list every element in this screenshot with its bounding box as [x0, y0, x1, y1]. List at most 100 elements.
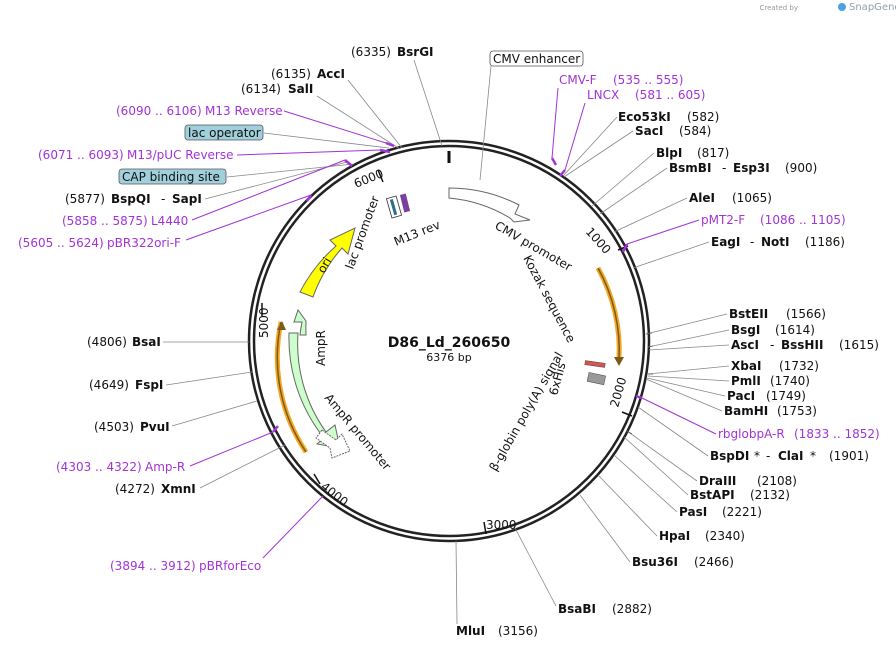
enzyme-alei: AleI (1065)	[613, 191, 772, 233]
pvui-leader	[171, 400, 258, 427]
enzyme-mlui: MluI (3156)	[455, 540, 538, 638]
bamhi-name: BamHI	[724, 404, 768, 418]
saci-leader	[563, 130, 634, 178]
primer-rbglob: rbglobpA-R (1833 .. 1852)	[635, 394, 880, 441]
enzyme-bsu36i: Bsu36I (2466)	[579, 494, 734, 569]
enzyme-acci: (6135) AccI	[271, 67, 403, 149]
ampr-primer-leader	[189, 431, 274, 467]
plasmid-size: 6376 bp	[426, 351, 471, 364]
enzyme-bsmbi: BsmBI - Esp3I (900)	[599, 161, 817, 215]
enzyme-bamhi: BamHI (1753)	[645, 378, 817, 418]
bsai-pos: (4806)	[87, 335, 127, 349]
ampr-primer-name: Amp-R	[145, 460, 185, 474]
acci-name: AccI	[317, 67, 345, 81]
credit-prefix: Created by	[759, 4, 798, 12]
draiii-leader	[626, 430, 698, 482]
bstapi-pos: (2132)	[750, 488, 790, 502]
eagi-pos: (1186)	[805, 235, 845, 249]
ampr-label: AmpR	[314, 330, 328, 366]
bsmbi-sep: -	[722, 161, 726, 175]
enzyme-fspi: (4649) FspI	[89, 371, 253, 392]
kozak-segment	[597, 267, 621, 361]
xbai-name: XbaI	[731, 359, 761, 373]
cmvf-name: CMV-F	[559, 73, 597, 87]
xmni-leader	[199, 444, 286, 489]
m13puc-range: (6071 .. 6093)	[38, 148, 124, 162]
sali-name: SalI	[288, 82, 313, 96]
cut-mark-bsgi	[647, 345, 654, 348]
l4440-mark	[344, 159, 353, 167]
enzyme-saci: SacI (584)	[563, 124, 711, 178]
enzyme-blpi: BlpI (817)	[591, 146, 729, 207]
credit-brand: SnapGene	[849, 2, 896, 13]
cmvf-leader	[551, 87, 559, 159]
bspdi-name2: ClaI	[778, 449, 803, 463]
draiii-name: DraIII	[699, 474, 736, 488]
xbai-leader	[647, 365, 730, 375]
bsu36i-name: Bsu36I	[632, 555, 678, 569]
lac-operator-box: lac operator	[184, 124, 390, 149]
cap-site-leader	[226, 163, 355, 178]
snapgene-credit: Created by SnapGene	[759, 2, 896, 13]
lncx-name: LNCX	[587, 88, 619, 102]
fspi-leader	[165, 371, 253, 386]
asci-name: AscI	[731, 338, 759, 352]
bsmbi-name: BsmBI	[669, 161, 711, 175]
bspdi-sep: -	[766, 449, 770, 463]
bsmbi-pos: (900)	[785, 161, 817, 175]
cut-mark-draiii	[626, 430, 633, 435]
m13rev-name: M13 Reverse	[205, 104, 283, 118]
bspqi-pos: (5877)	[65, 192, 105, 206]
pbr322-leader	[185, 194, 312, 241]
draiii-pos: (2108)	[757, 474, 797, 488]
pmli-pos: (1740)	[770, 374, 810, 388]
tick-label-5000: 5000	[257, 307, 271, 338]
lac-operator-frame	[184, 124, 264, 141]
globin-label: β-globin poly(A) signal	[486, 350, 566, 474]
eagi-leader	[632, 241, 710, 269]
fspi-name: FspI	[135, 378, 163, 392]
asci-name2: BssHII	[781, 338, 823, 352]
pvui-pos: (4503)	[94, 420, 134, 434]
m13-rev-block	[399, 193, 411, 213]
lncx-leader	[564, 102, 586, 171]
alei-name: AleI	[689, 191, 715, 205]
bspdi-star: *	[754, 449, 760, 463]
cmv-enhancer-box: CMV enhancer	[479, 50, 584, 181]
pmt2f-range: (1086 .. 1105)	[760, 213, 846, 227]
m13rev-range: (6090 .. 6106)	[116, 104, 202, 118]
enzyme-bsgi: BsgI (1614)	[647, 323, 815, 348]
bsgi-pos: (1614)	[775, 323, 815, 337]
bspqi-name2: SapI	[172, 192, 202, 206]
acci-pos: (6135)	[271, 67, 311, 81]
cap-site-label: CAP binding site	[122, 170, 220, 184]
sali-pos: (6134)	[241, 82, 281, 96]
pbrforeco-name: pBRforEco	[199, 559, 261, 573]
rbglob-mark	[635, 394, 643, 400]
eagi-name2: NotI	[761, 235, 790, 249]
m13puc-leader	[236, 149, 381, 156]
asci-pos: (1615)	[839, 338, 879, 352]
pbrforeco-leader	[262, 495, 324, 559]
plasmid-name: D86_Ld_260650	[388, 335, 511, 351]
cmv-enhancer-label: CMV enhancer	[493, 52, 580, 66]
primer-lncx: LNCX (581 .. 605)	[559, 88, 705, 177]
tick-4000	[313, 473, 321, 485]
ampr-highlight-arrowhead	[277, 321, 286, 330]
m13rev-leader	[283, 110, 387, 144]
bspqi-name: BspQI	[111, 192, 151, 206]
globin-polya-block	[586, 372, 606, 386]
enzyme-sali: (6134) SalI	[241, 82, 401, 150]
pbr322-range: (5605 .. 5624)	[18, 236, 104, 250]
cap-site-frame	[118, 168, 227, 185]
enzyme-pasi: PasI (2221)	[613, 454, 762, 519]
bsmbi-name2: Esp3I	[733, 161, 770, 175]
bstapi-leader	[623, 436, 689, 496]
hpai-pos: (2340)	[705, 529, 745, 543]
mlui-name: MluI	[456, 624, 485, 638]
blpi-pos: (817)	[697, 146, 729, 160]
xbai-pos: (1732)	[779, 359, 819, 373]
ampr-primer-range: (4303 .. 4322)	[56, 460, 142, 474]
l4440-range: (5858 .. 5875)	[62, 214, 148, 228]
